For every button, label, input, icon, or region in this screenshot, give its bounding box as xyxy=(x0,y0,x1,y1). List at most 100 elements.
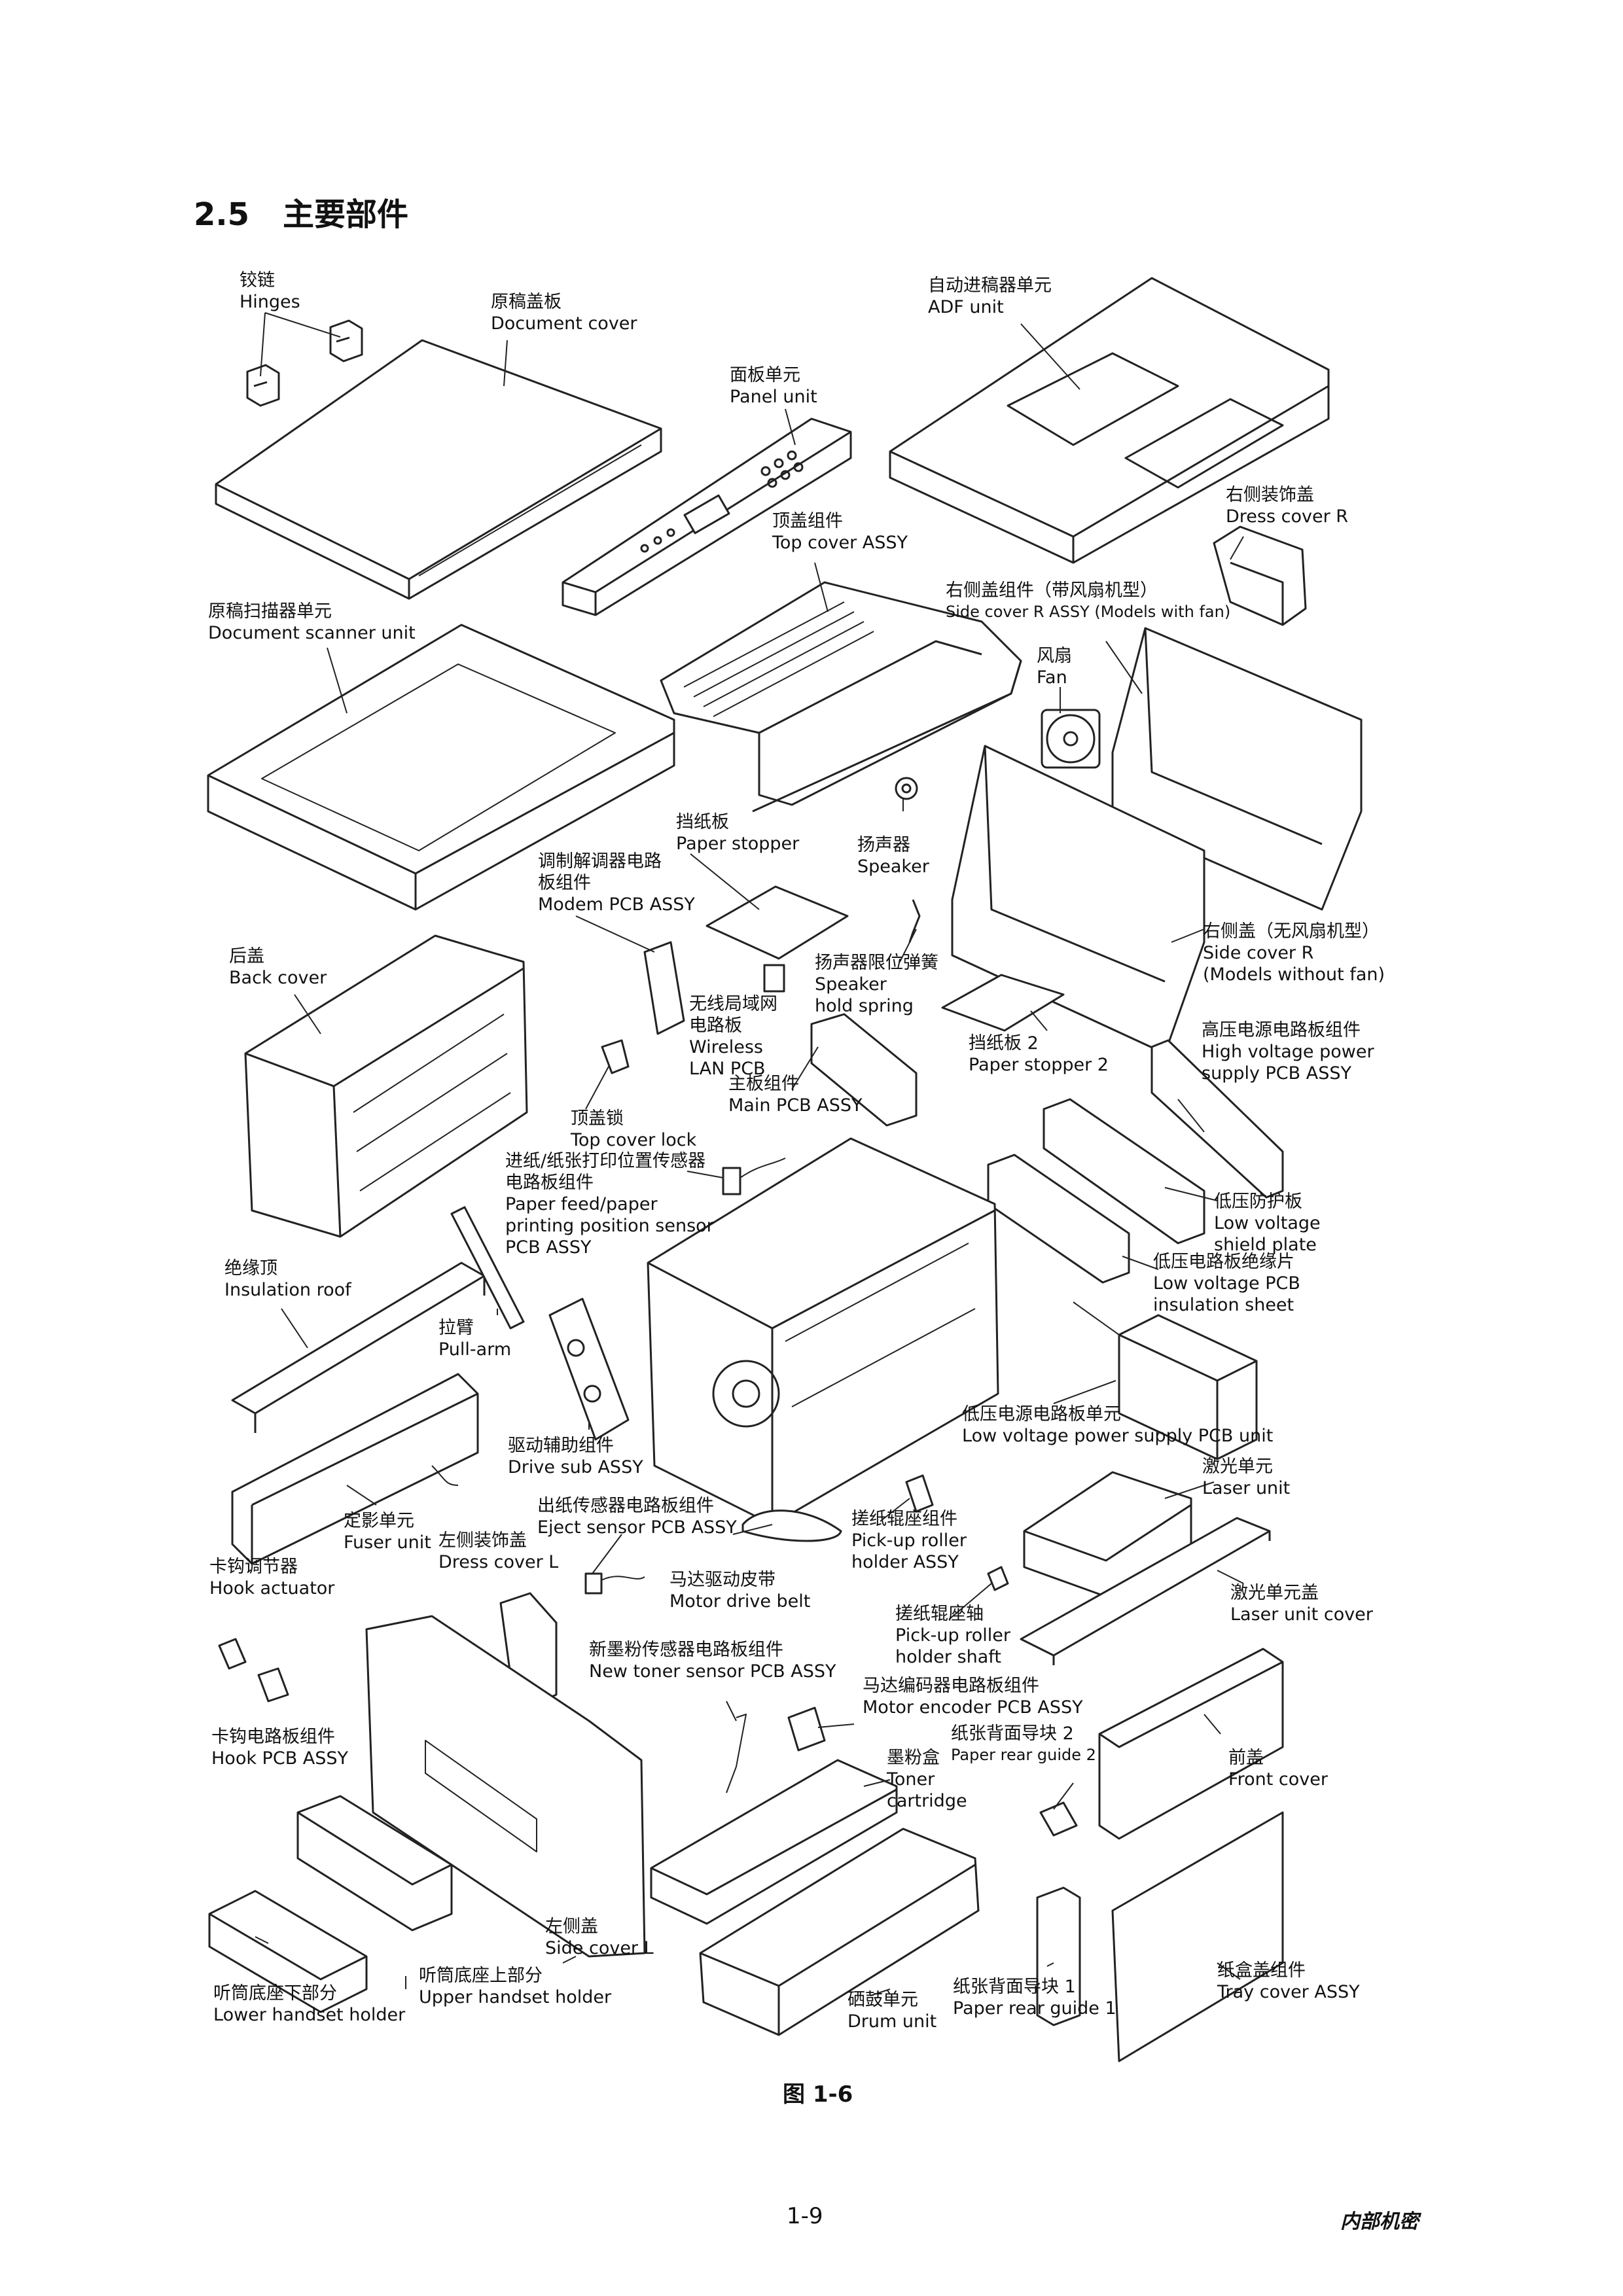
modem-pcb-part xyxy=(643,941,685,1035)
new-toner-sensor-pcb-part xyxy=(726,1714,747,1793)
side-cover-l-part xyxy=(365,1615,646,1958)
pull-arm-part xyxy=(450,1206,525,1330)
lower-handset-holder-part xyxy=(208,1890,368,2013)
leader-lines xyxy=(255,312,1244,1996)
speaker-part xyxy=(895,777,918,800)
motor-encoder-pcb-part xyxy=(787,1706,826,1752)
document-cover-part xyxy=(215,339,662,600)
top-cover-assy-part xyxy=(660,581,1022,813)
toner-cartridge-part xyxy=(650,1759,898,1925)
side-cover-r-part xyxy=(951,745,1205,1055)
drive-sub-assy-part xyxy=(548,1298,630,1441)
adf-unit-part xyxy=(889,277,1330,564)
hook-pcb-part xyxy=(257,1667,289,1703)
back-cover-part xyxy=(244,934,528,1238)
low-voltage-psu-unit-part xyxy=(1073,1301,1258,1460)
section-title: 主要部件 xyxy=(283,196,409,233)
hook-actuator-part xyxy=(218,1638,247,1670)
paper-rear-guide-1-part xyxy=(1036,1886,1081,2026)
paper-stopper-part xyxy=(705,885,849,960)
pick-up-roller-holder-part xyxy=(905,1474,934,1513)
label-side-cover-r-assy: 右侧盖组件（带风扇机型）Side cover R ASSY (Models wi… xyxy=(946,580,1231,621)
wireless-lan-pcb-part xyxy=(763,964,785,993)
upper-handset-holder-part xyxy=(296,1795,453,1932)
motor-drive-belt-part xyxy=(741,1510,842,1542)
high-voltage-pcb-part xyxy=(1150,1039,1284,1199)
top-cover-lock-part xyxy=(601,1039,630,1074)
figure-caption: 图 1-6 xyxy=(783,2081,853,2108)
tray-cover-part xyxy=(1111,1811,1284,2062)
section-number: 2.5 xyxy=(194,196,250,233)
fan-part xyxy=(1041,709,1101,769)
paper-stopper-2-part xyxy=(941,974,1065,1032)
main-pcb-part xyxy=(810,1013,918,1127)
front-cover-part xyxy=(1098,1648,1284,1840)
paper-rear-guide-2-part xyxy=(1039,1801,1078,1837)
page-number: 1-9 xyxy=(787,2203,823,2229)
fuser-unit-part xyxy=(231,1373,479,1565)
label-side-cover-r: 右侧盖（无风扇机型）Side cover R(Models without fa… xyxy=(1203,921,1385,985)
panel-unit-part xyxy=(562,417,852,616)
laser-unit-cover-part xyxy=(1020,1517,1271,1665)
document-scanner-unit-part xyxy=(207,624,675,911)
section-heading: 2.5 主要部件 xyxy=(194,188,408,234)
paper-feed-sensor-pcb-part xyxy=(722,1157,786,1195)
eject-sensor-pcb-part xyxy=(584,1572,645,1595)
dress-cover-r-part xyxy=(1213,525,1307,626)
low-voltage-shield-plate-part xyxy=(1043,1098,1205,1245)
speaker-hold-spring-part xyxy=(908,899,921,943)
main-frame-part xyxy=(647,1137,999,1526)
hinges-part xyxy=(246,319,363,407)
drum-unit-part xyxy=(699,1828,980,2036)
pick-up-roller-shaft-part xyxy=(987,1566,1009,1591)
confidential-mark: 内部机密 xyxy=(1340,2210,1419,2233)
